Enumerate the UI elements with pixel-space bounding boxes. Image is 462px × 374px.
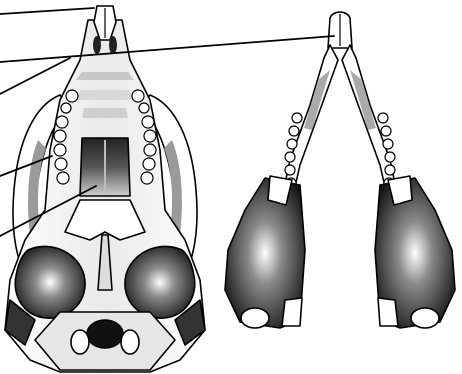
leader-line-3 (0, 58, 70, 94)
premaxilla-band-3 (82, 108, 128, 118)
leader-line-1 (0, 8, 94, 14)
skull-ventral-view (5, 6, 205, 372)
occipital-condyle-left (71, 330, 89, 354)
premaxilla-band-1 (76, 72, 134, 80)
angular-process-left (282, 298, 302, 326)
condyle-right (411, 308, 439, 328)
incisive-foramen-left (93, 36, 101, 54)
mandible-dorsal-view (225, 12, 455, 328)
leader-line-2 (0, 36, 334, 62)
occipital-condyle-right (121, 330, 139, 354)
foramen-magnum (87, 320, 123, 348)
incisive-foramen-right (109, 36, 117, 54)
angular-process-right (378, 298, 398, 326)
condyle-left (241, 308, 269, 328)
premaxilla-band-2 (76, 90, 134, 100)
